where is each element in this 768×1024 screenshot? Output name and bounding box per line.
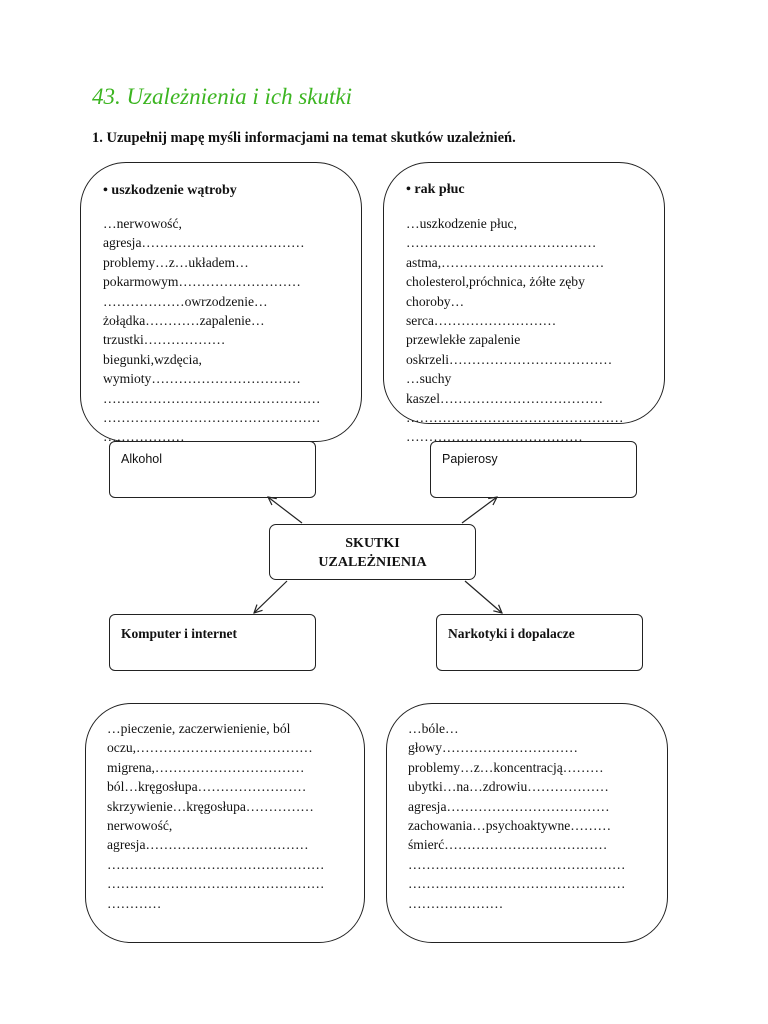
cloud-line: agresja……………………………… [107,837,309,853]
center-line-2: UZALEŻNIENIA [318,555,427,570]
cloud-cigarettes-effects: • rak płuc …uszkodzenie płuc, ……………………………… [383,162,665,444]
cloud-line: ………… [107,895,162,911]
cloud-lines: …uszkodzenie płuc, …………………………………… astma,……… [406,214,624,447]
cloud-line: oczu,………………………………… [107,740,313,756]
cloud-line: oskrzeli……………………………… [406,351,613,367]
cloud-computer-effects: …pieczenie, zaczerwienienie, ból oczu,………… [85,703,365,943]
cloud-lines: …nerwowość, agresja……………………………… problemy…z… [103,214,321,447]
cloud-line: śmierć……………………………… [408,837,608,853]
cloud-line: ……………… [103,429,185,445]
cloud-line: …nerwowość, [103,216,182,231]
cloud-line: biegunki,wzdęcia, [103,351,202,367]
cloud-line: ………………………………………… [406,410,624,426]
category-label: Papierosy [442,452,498,466]
cloud-lines: …pieczenie, zaczerwienienie, ból oczu,………… [107,719,325,913]
cloud-line: …suchy [406,371,452,387]
cloud-lines: …bóle… głowy………………………… problemy…z…koncentr… [408,719,626,913]
cloud-drugs-effects: …bóle… głowy………………………… problemy…z…koncentr… [386,703,668,943]
category-alcohol: Alkohol [109,441,316,498]
cloud-line: …uszkodzenie płuc, [406,216,517,231]
category-label: Narkotyki i dopalacze [448,626,575,641]
page-title: 43. Uzależnienia i ich skutki [92,84,352,109]
cloud-alcohol-effects: • uszkodzenie wątroby …nerwowość, agresja… [80,162,362,444]
cloud-line: trzustki……………… [103,332,226,348]
arrow-to-computer [254,580,288,613]
category-cigarettes: Papierosy [430,441,637,498]
cloud-line: ból…kręgosłupa…………………… [107,779,307,795]
arrow-to-cigarettes [461,497,497,524]
cloud-line: wymioty…………………………… [103,371,301,387]
cloud-line: ………………………………………… [408,856,626,872]
task-instruction: 1. Uzupełnij mapę myśli informacjami na … [92,130,516,146]
cloud-line: …………………………………… [406,235,597,251]
arrow-to-drugs [464,580,502,613]
cloud-line: pokarmowym……………………… [103,274,301,290]
cloud-line: migrena,…………………………… [107,759,305,775]
center-node: SKUTKI UZALEŻNIENIA [269,524,476,580]
cloud-line: żołądka…………zapalenie… [103,313,265,329]
cloud-line: ………………………………………… [103,390,321,406]
cloud-line: cholesterol,próchnica, żółte zęby [406,274,585,290]
arrow-to-alcohol [268,497,303,524]
category-drugs: Narkotyki i dopalacze [436,614,643,671]
cloud-line: ………………… [408,895,504,911]
category-label: Alkohol [121,452,162,466]
cloud-line: skrzywienie…kręgosłupa…………… [107,798,314,814]
cloud-line: …pieczenie, zaczerwienienie, ból [107,721,291,736]
cloud-line: choroby… [406,293,465,309]
cloud-line: agresja……………………………… [103,235,305,251]
category-label: Komputer i internet [121,626,237,641]
cloud-line: agresja……………………………… [408,798,610,814]
cloud-line: nerwowość, [107,818,173,834]
cloud-line: ………………………………………… [107,876,325,892]
cloud-line: ………………………………… [406,429,583,445]
cloud-line: głowy………………………… [408,740,578,756]
cloud-line: kaszel……………………………… [406,390,604,406]
cloud-line: przewlekłe zapalenie [406,332,521,348]
cloud-line: ………………………………………… [408,876,626,892]
cloud-line: ………………owrzodzenie… [103,293,268,309]
cloud-line: problemy…z…koncentracją……… [408,759,604,775]
cloud-line: astma,……………………………… [406,254,605,270]
cloud-line: problemy…z…układem… [103,254,249,270]
cloud-line: serca……………………… [406,313,557,329]
center-line-1: SKUTKI [345,536,400,551]
cloud-line: ubytki…na…zdrowiu……………… [408,779,609,795]
cloud-heading: • rak płuc [406,182,465,197]
cloud-line: ………………………………………… [103,410,321,426]
cloud-line: zachowania…psychoaktywne……… [408,818,612,834]
category-computer: Komputer i internet [109,614,316,671]
cloud-line: …bóle… [408,721,459,736]
cloud-line: ………………………………………… [107,856,325,872]
cloud-heading: • uszkodzenie wątroby [103,183,237,198]
